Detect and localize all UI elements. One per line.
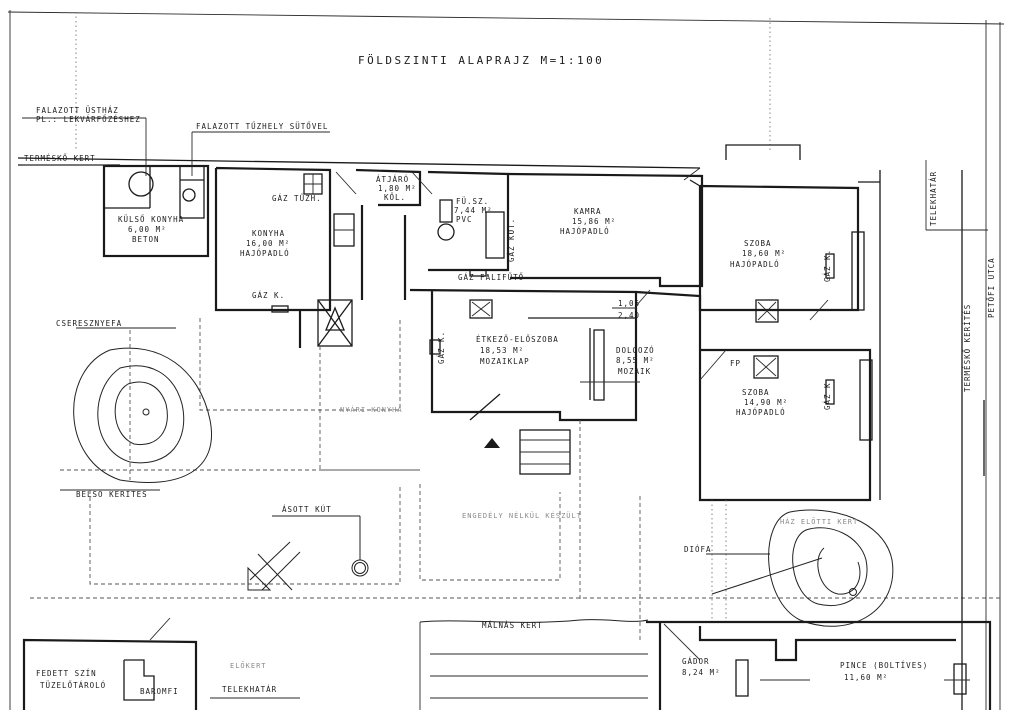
room-name-passage: ÁTJÁRÓ [376,175,409,184]
leader-lines [22,117,640,699]
room-name-pantry: KAMRA [574,207,602,216]
label-old-oven: FALAZOTT TŰZHELY SÜTŐVEL [196,122,328,131]
label-fp: FP [730,359,741,368]
room-floor-room1: HAJÓPADLÓ [730,260,780,269]
room-area-outer-kitchen: 6,00 M² [128,225,167,234]
room-area-study: 8,55 M² [616,356,655,365]
room-floor-kitchen: HAJÓPADLÓ [240,249,290,258]
label-gas-boiler: GÁZ KOT. [507,218,516,262]
label-gas-wall-heater: GÁZ FALIFŰTŐ [458,273,524,282]
label-gas-heater-hall: GÁZ K. [437,331,446,364]
label-garden-top: TERMÉSKŐ KERT [24,154,96,163]
dashed-outlines [30,318,1000,640]
room-floor-study: MOZAIK [618,367,651,376]
drawing-title: FÖLDSZINTI ALAPRAJZ M=1:100 [358,54,604,67]
outbuildings [22,617,992,710]
room-floor-bathroom: PVC [456,215,473,224]
room-floor-passage: KŐL. [384,193,406,202]
room-floor-dining: MOZAIKLAP [480,357,530,366]
label-front-yard-faint: ELŐKERT [230,661,267,670]
room-area-room2: 14,90 M² [744,398,788,407]
room-area-room1: 18,60 M² [742,249,786,258]
room-name-dining: ÉTKEZŐ-ELŐSZOBA [476,335,559,344]
label-street: PETŐFI UTCA [987,257,996,318]
label-stone-fence: TERMÉSKŐ KERÍTÉS [963,304,972,392]
room-name-room2: SZOBA [742,388,770,397]
room-area-kitchen: 16,00 M² [246,239,290,248]
wash-pot-symbol [128,171,154,197]
label-old-stove-note: PL.: LEKVÁRFŐZÉSHEZ [36,115,141,124]
room-area-cellar: 11,60 M² [844,673,888,682]
label-walnut-tree: DIÓFA [684,545,712,554]
room-name-gador: GÁDOR [682,657,710,666]
room-floor-outer-kitchen: BETON [132,235,160,244]
label-gas-heater-kitchen: GÁZ K. [252,291,285,300]
room-name-kitchen: KONYHA [252,229,285,238]
cherry-tree-symbol [73,327,212,483]
label-well: ÁSOTT KÚT [282,505,332,514]
room-name-room1: SZOBA [744,239,772,248]
label-cherry-tree: CSERESZNYEFA [56,319,122,328]
room-name-shed: FEDETT SZÍN [36,669,97,678]
walnut-tree-symbol [706,509,894,627]
label-gas-heater-room2: GÁZ K. [823,377,832,410]
room-name-study: DOLGOZÓ [616,346,655,355]
room-area-passage: 1,80 M² [378,184,417,193]
label-courtyard-faint: ENGEDÉLY NÉLKÜL KÉSZÜLT [462,511,582,520]
room-area-pantry: 15,86 M² [572,217,616,226]
room-area-bathroom: 7,44 M² [454,206,493,215]
room-name-poultry: BAROMFI [140,687,179,696]
sheet-border [7,10,1005,710]
well-symbol [247,515,369,591]
label-gas-stove: GÁZ TŰZH. [272,194,322,203]
room-name-outer-kitchen: KÜLSŐ KONYHA [118,215,184,224]
label-plot-border-bottom: TELEKHATÁR [222,685,277,694]
room-area-gador: 8,24 M² [682,668,721,677]
room-floor-shed: TÜZELŐTÁROLÓ [40,681,106,690]
label-tree-faint: HÁZ ELŐTTI KERT [780,517,858,526]
label-old-stove: FALAZOTT ÜSTHÁZ [36,106,119,115]
label-stair-dim-top: 1,06 [618,299,640,308]
oven-symbol [182,188,196,202]
plot-boundary-lines [925,20,988,710]
label-stair-dim-bottom: 2,40 [618,311,640,320]
label-plot-border-right: TELEKHATÁR [929,171,938,226]
label-shed-faint: NYÁRI KONYHA [340,405,403,414]
label-inner-fence: BELSŐ KERÍTÉS [76,490,148,499]
room-name-bathroom: FÜ.SZ. [456,197,489,206]
label-raspberry-garden: MÁLNÁS KERT [482,621,543,630]
room-floor-pantry: HAJÓPADLÓ [560,227,610,236]
room-floor-room2: HAJÓPADLÓ [736,408,786,417]
room-area-dining: 18,53 M² [480,346,524,355]
room-name-cellar: PINCE (BOLTÍVES) [840,661,928,670]
label-gas-heater-room1: GÁZ K. [823,249,832,282]
house-walls [17,144,881,502]
